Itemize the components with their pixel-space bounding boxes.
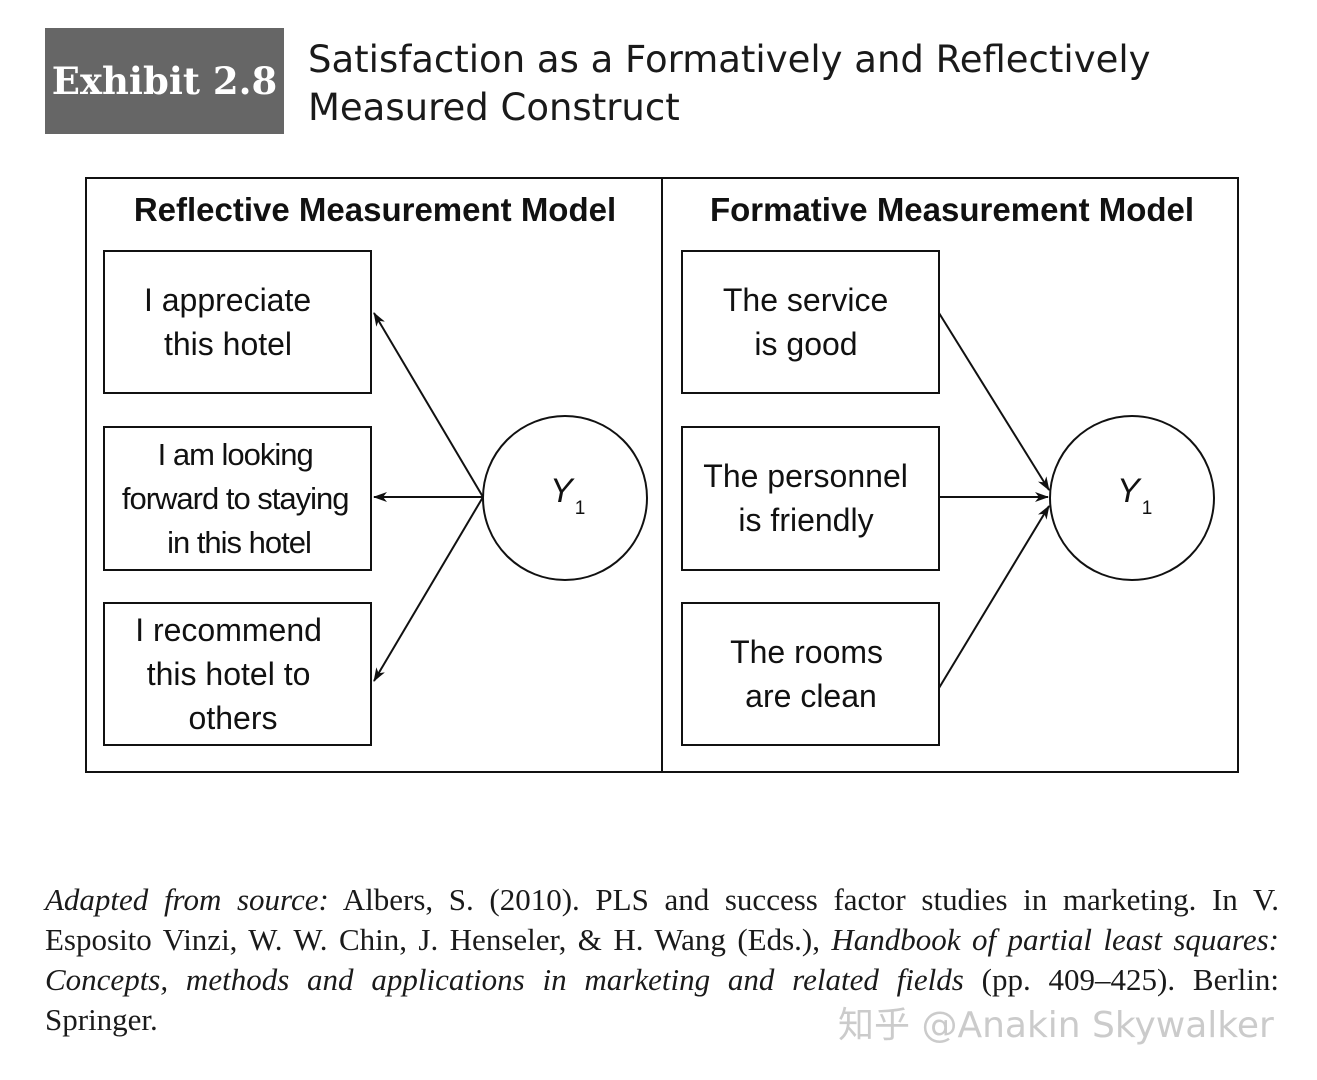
formative-indicator-2-text: The personnel is friendly bbox=[703, 458, 916, 538]
formative-arrow-3 bbox=[938, 505, 1050, 689]
formative-indicator-3-text: The rooms are clean bbox=[730, 634, 892, 714]
reflective-panel-title: Reflective Measurement Model bbox=[134, 191, 616, 228]
formative-indicator-2 bbox=[681, 426, 940, 571]
reflective-indicator-2-text: I am looking forward to staying in this … bbox=[122, 437, 356, 560]
source-text-2: (pp. 409–425). Berlin: Springer. bbox=[45, 962, 1279, 1037]
formative-indicator-1 bbox=[681, 250, 940, 394]
source-book-title: Handbook of partial least squares: Conce… bbox=[45, 922, 1279, 997]
reflective-arrow-3 bbox=[373, 496, 484, 682]
formative-indicator-3 bbox=[681, 602, 940, 746]
source-citation: Adapted from source: Albers, S. (2010). … bbox=[45, 880, 1279, 1040]
reflective-indicator-3-text: I recommend this hotel to others bbox=[135, 612, 331, 736]
reflective-indicator-2 bbox=[103, 426, 372, 571]
reflective-arrow-1 bbox=[373, 312, 484, 498]
title-line-1: Satisfaction as a Formatively and Reflec… bbox=[308, 38, 1151, 81]
source-lead: Adapted from source: bbox=[45, 882, 329, 917]
reflective-indicator-1-text: I appreciate this hotel bbox=[144, 282, 320, 362]
formative-panel-title: Formative Measurement Model bbox=[710, 191, 1194, 228]
exhibit-title: Satisfaction as a Formatively and Reflec… bbox=[308, 36, 1208, 132]
source-text-1: Albers, S. (2010). PLS and success facto… bbox=[45, 882, 1279, 957]
reflective-indicator-3 bbox=[103, 602, 372, 746]
watermark: 知乎 @Anakin Skywalker bbox=[838, 1005, 1274, 1046]
formative-arrow-1 bbox=[938, 312, 1050, 491]
formative-construct-circle bbox=[1049, 415, 1215, 581]
reflective-indicator-1 bbox=[103, 250, 372, 394]
formative-indicator-1-text: The service is good bbox=[723, 282, 897, 362]
exhibit-label: Exhibit 2.8 bbox=[45, 28, 284, 134]
title-line-2: Measured Construct bbox=[308, 86, 680, 129]
